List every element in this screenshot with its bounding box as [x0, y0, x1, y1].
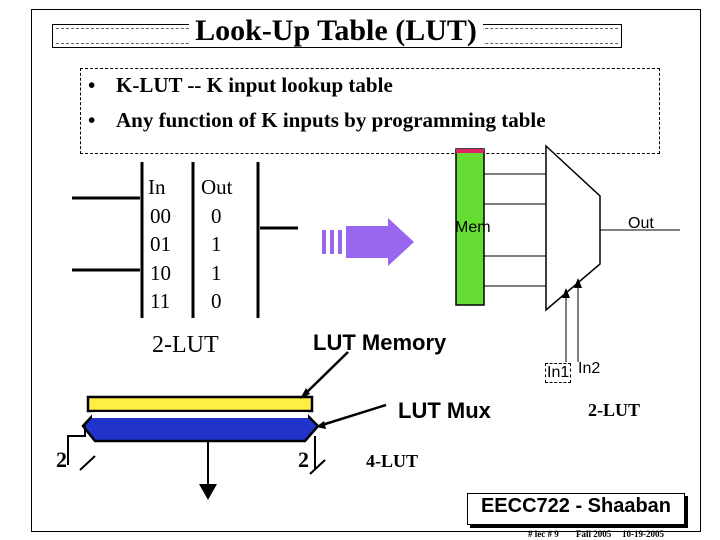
slide-title: Look-Up Table (LUT)	[52, 14, 620, 48]
bullet-text: K-LUT -- K input lookup table	[116, 73, 393, 97]
table-cell-in: 10	[150, 261, 171, 285]
bullets-box	[80, 68, 660, 154]
bullet-item: • K-LUT -- K input lookup table	[88, 73, 393, 98]
mem-top-bar	[456, 149, 484, 153]
pointer-lut-memory	[304, 351, 349, 395]
bus-left	[67, 425, 86, 465]
bus-right-slash	[309, 459, 326, 475]
pointer-arrowhead	[316, 421, 326, 429]
in1-label: In1	[545, 363, 572, 383]
footer-date: 10-19-2005	[622, 529, 664, 539]
four-lut-block	[81, 395, 320, 443]
two-lut-left-label: 2-LUT	[152, 332, 219, 358]
lut-mux-inner-strip	[92, 412, 308, 418]
lut-mux-label: LUT Mux	[398, 398, 491, 423]
table-cell-out: 0	[211, 289, 222, 313]
four-lut-output-arrowhead	[199, 484, 217, 500]
two-lut-right-label: 2-LUT	[588, 400, 641, 420]
table-cell-out: 0	[211, 204, 222, 228]
table-cell-out: 1	[211, 261, 222, 285]
pointer-arrowhead	[300, 388, 310, 399]
mem-label: Mem	[455, 219, 491, 236]
footer-lec: # lec # 9	[528, 529, 559, 539]
four-lut-label: 4-LUT	[366, 451, 419, 471]
table-cell-in: 01	[150, 232, 171, 256]
select-arrowhead	[562, 288, 570, 298]
bus-width-right: 2	[298, 447, 309, 472]
footer-course: EECC722 - Shaaban	[480, 495, 672, 517]
mux-shape	[545, 144, 601, 312]
footer-term: Fall 2005	[576, 529, 612, 539]
bus-width-left: 2	[56, 447, 67, 472]
bus-left-slash	[79, 455, 96, 471]
select-arrowhead	[574, 278, 582, 288]
bullet-marker: •	[88, 108, 96, 132]
mem-block	[455, 148, 485, 306]
bullet-marker: •	[88, 73, 96, 97]
pointer-lut-mux	[321, 403, 387, 427]
bullet-text: Any function of K inputs by programming …	[116, 108, 546, 132]
table-header-out: Out	[201, 175, 233, 199]
table-header-in: In	[148, 175, 166, 199]
table-cell-out: 1	[211, 232, 222, 256]
slide-frame	[31, 9, 701, 532]
out-label: Out	[628, 215, 654, 232]
table-cell-in: 00	[150, 204, 171, 228]
lut-memory-label: LUT Memory	[313, 330, 447, 355]
table-cell-in: 11	[150, 289, 171, 313]
bullet-item: • Any function of K inputs by programming…	[88, 108, 546, 133]
lut-memory-bar	[86, 395, 314, 413]
footer-box	[467, 493, 685, 525]
in2-label: In2	[578, 360, 601, 377]
arrow-icon	[322, 218, 414, 266]
